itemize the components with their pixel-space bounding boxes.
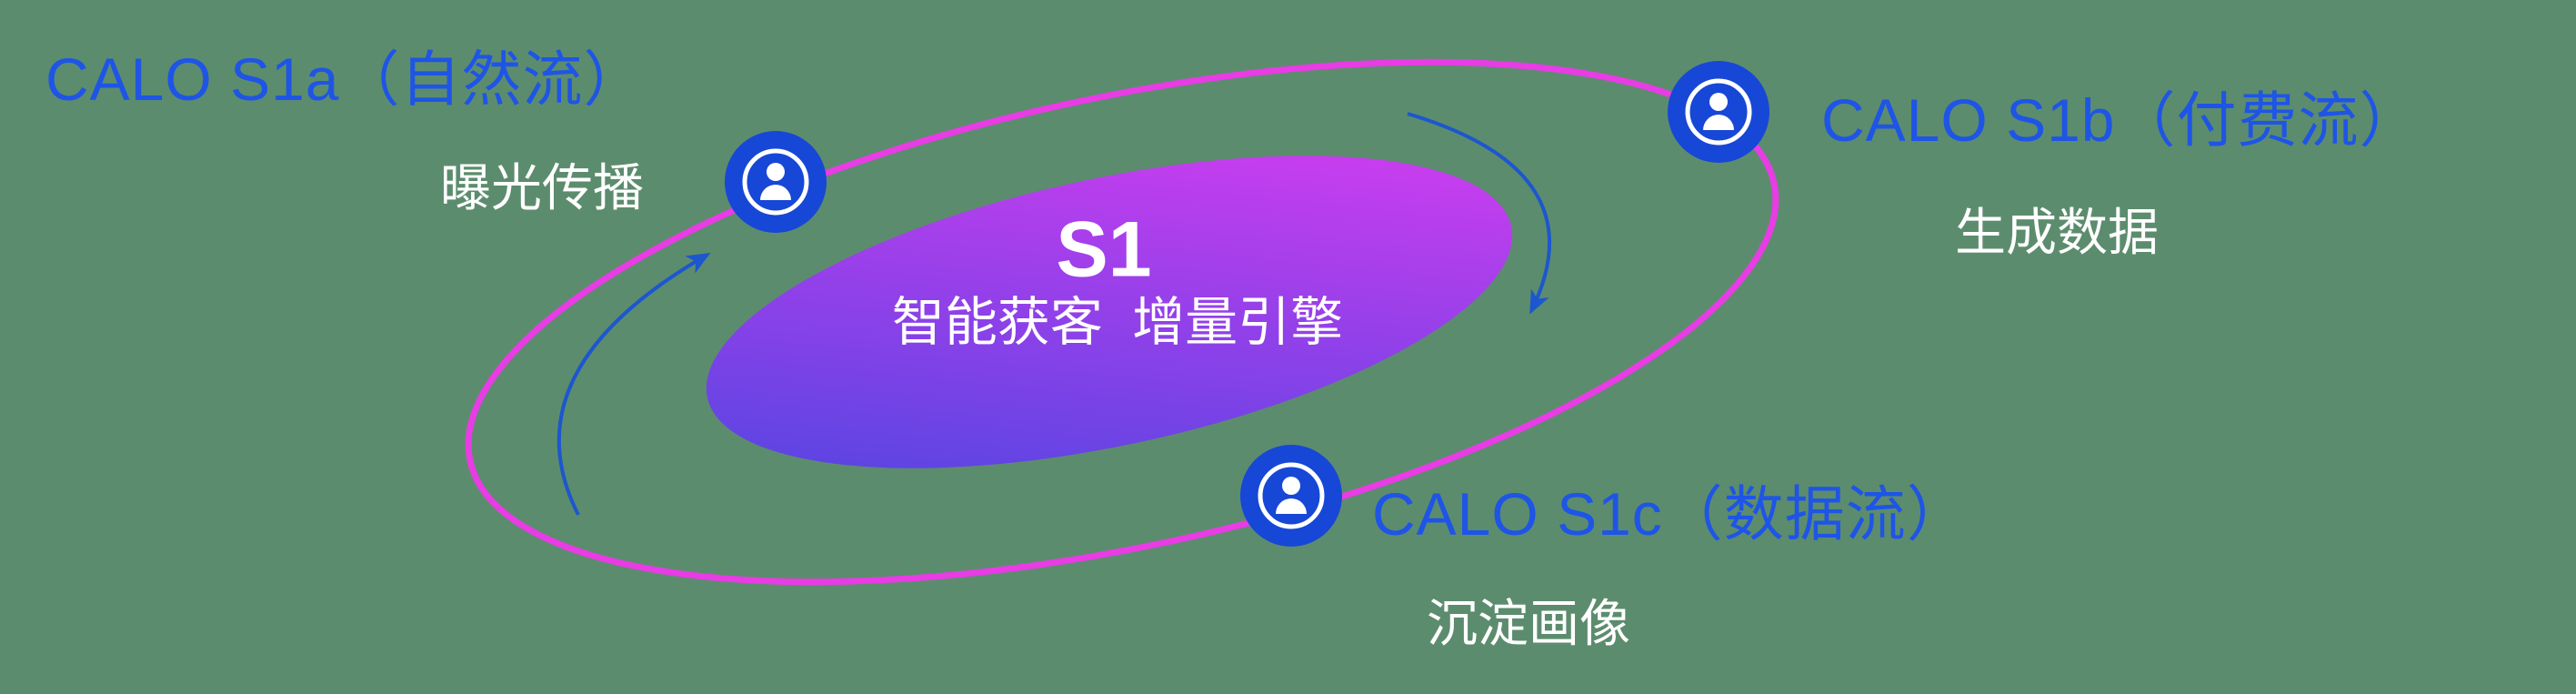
node-s1b [1666,59,1771,165]
user-icon [1240,445,1342,547]
node-s1c [1238,443,1344,548]
user-icon [1668,61,1769,163]
core-title: S1 [1056,206,1152,294]
sublabel-s1c: 沉淀画像 [1427,595,1630,652]
label-s1a: CALO S1a（自然流） [45,45,645,113]
flow-arrow-left [556,253,711,516]
user-icon [725,131,827,233]
label-s1b: CALO S1b（付费流） [1821,86,2421,154]
orbit-ring [465,58,1779,586]
label-s1c: CALO S1c（数据流） [1372,480,1968,548]
node-s1a [723,129,828,235]
core-ellipse [706,156,1513,468]
sublabel-s1a: 曝光传播 [440,159,644,216]
sublabel-s1b: 生成数据 [1955,204,2159,261]
core-subtitle: 智能获客 增量引擎 [891,293,1344,352]
flow-arrow-right [1407,112,1552,315]
